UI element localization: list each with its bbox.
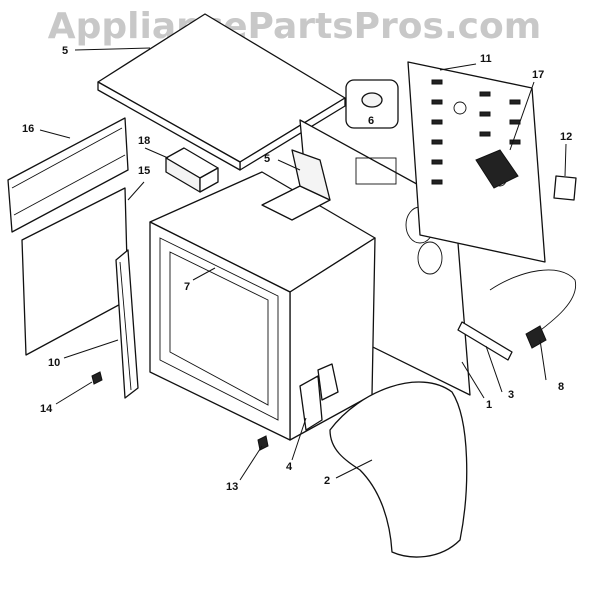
callout-18: 18 — [138, 135, 150, 147]
callout-16: 16 — [22, 123, 34, 135]
duct-5[interactable] — [261, 149, 331, 221]
vertical-trim-15[interactable] — [115, 249, 139, 399]
screw-14[interactable] — [91, 371, 103, 385]
hinge-4[interactable] — [299, 363, 339, 431]
thermostat-6-box[interactable] — [345, 79, 399, 129]
label-plate-12[interactable] — [553, 175, 577, 201]
callout-17: 17 — [532, 69, 544, 81]
callout-1: 1 — [486, 399, 492, 411]
bracket-3[interactable] — [457, 321, 513, 361]
callout-5a: 5 — [62, 45, 68, 57]
insulation-blanket-2[interactable] — [329, 381, 468, 558]
callout-15: 15 — [138, 165, 150, 177]
callout-7: 7 — [184, 281, 190, 293]
callout-5b: 5 — [264, 153, 270, 165]
insulation-block-18[interactable] — [165, 147, 219, 193]
callout-2: 2 — [324, 475, 330, 487]
top-panel-part[interactable] — [97, 13, 346, 171]
rear-panel-11[interactable] — [407, 61, 546, 263]
callout-8: 8 — [558, 381, 564, 393]
power-cord-8[interactable] — [489, 269, 577, 349]
callout-14: 14 — [40, 403, 53, 415]
side-trim-panel-16[interactable] — [7, 117, 129, 233]
convection-fan-17[interactable] — [475, 149, 519, 189]
callout-3: 3 — [508, 389, 514, 401]
callout-6: 6 — [368, 115, 374, 127]
callout-4: 4 — [286, 461, 293, 473]
leader-lines — [39, 47, 567, 481]
callout-11: 11 — [480, 53, 492, 65]
oven-cavity[interactable] — [149, 171, 376, 441]
callout-13: 13 — [226, 481, 238, 493]
callout-10: 10 — [48, 357, 60, 369]
callout-12: 12 — [560, 131, 572, 143]
screw-13[interactable] — [257, 435, 269, 451]
